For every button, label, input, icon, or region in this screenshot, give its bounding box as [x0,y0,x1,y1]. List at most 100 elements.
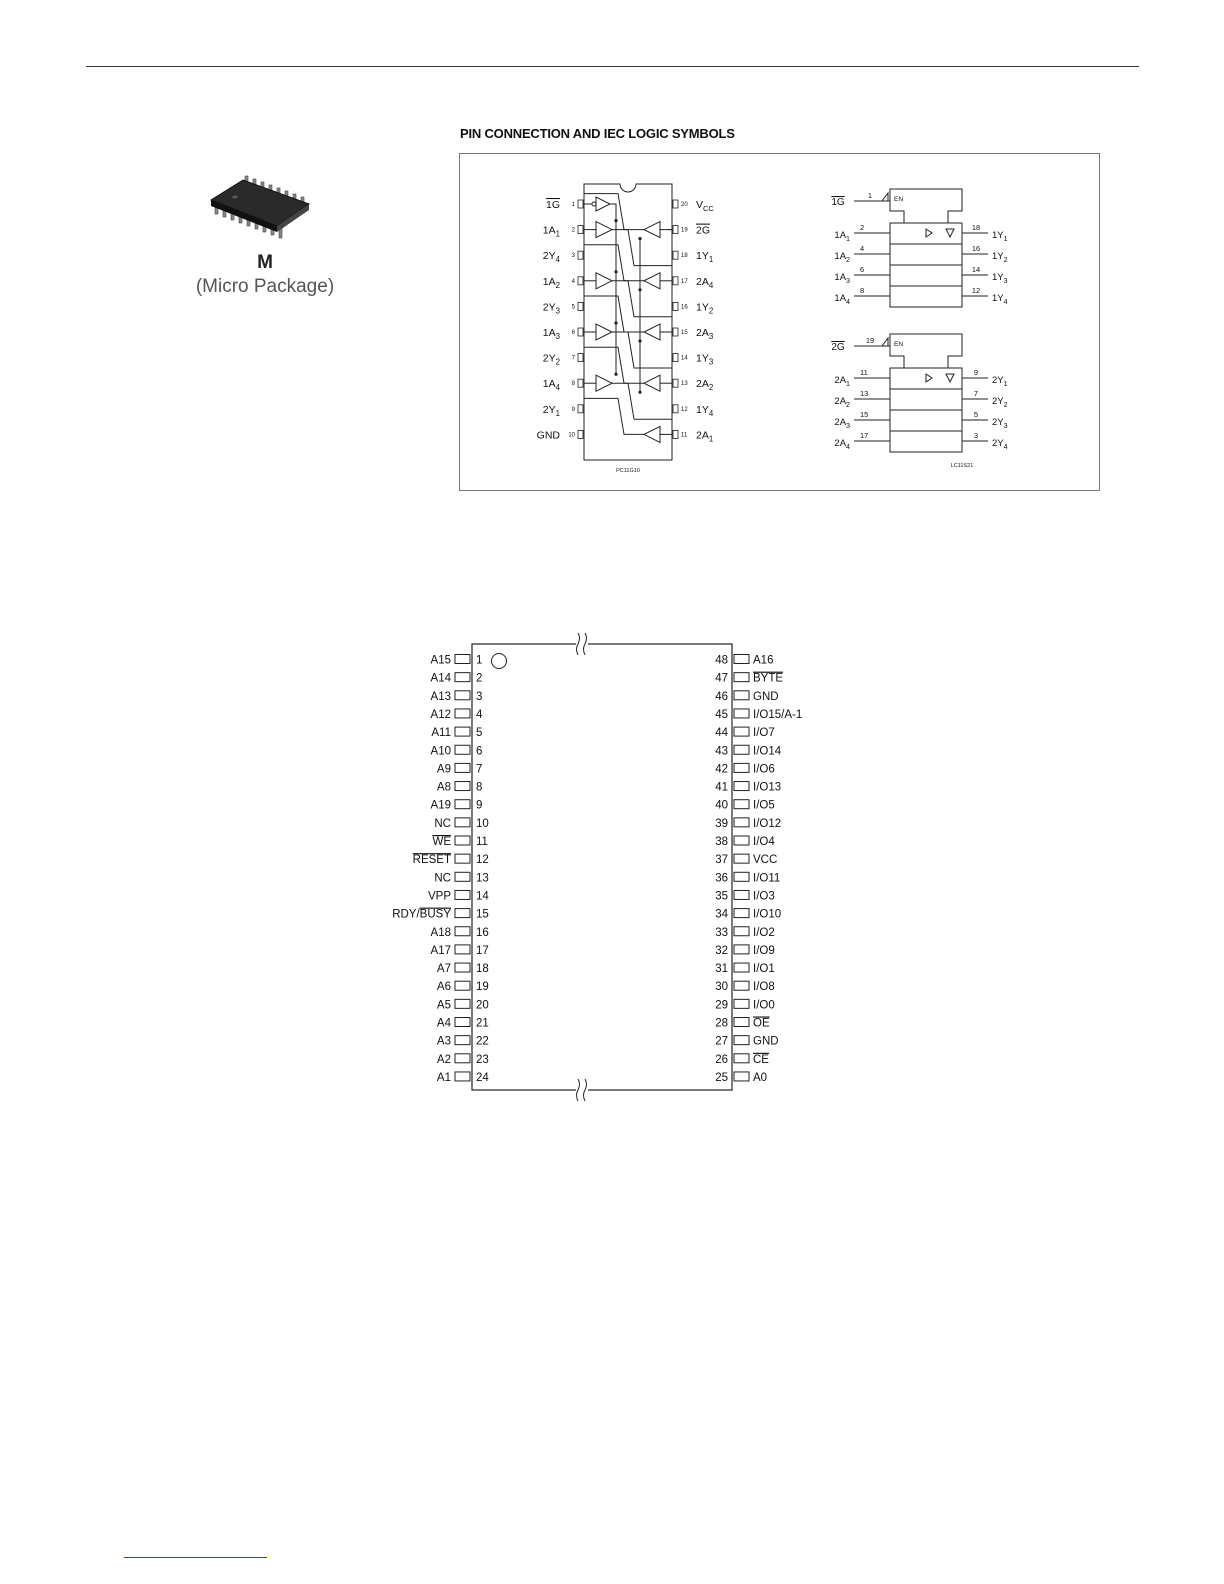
iec-output-label: 2Y1 [992,375,1008,388]
pinout48-pin-stub [454,726,471,737]
dip20-pin-number: 3 [572,253,576,259]
pinout48-pin-label: A10 [431,745,451,757]
pinout48-pin-label: OE [753,1018,770,1030]
iec-output-label: 1Y4 [992,293,1008,306]
pinout48-pin-label: I/O1 [753,963,775,975]
dip20-wire [612,229,672,267]
dip20-pin-number: 9 [572,407,576,413]
dip20-buffer-left [642,323,661,341]
dip20-pin-label: 1A1 [543,225,560,239]
pinout48-pin-label: A16 [753,655,773,667]
pinout48-pin-number: 14 [476,890,489,902]
dip20-buffer-right [595,323,614,341]
dip20-junction-dot [614,321,618,325]
iec-output-pin: 14 [972,265,980,274]
pinout48-pin-stub [733,998,750,1009]
dip20-pin-stub [672,327,679,337]
dip20-pin-number: 4 [572,279,576,285]
dip20-pin-label: 2A4 [696,276,714,290]
iec-enable-box [889,188,963,224]
dip20-pin-label: 1Y2 [696,301,713,315]
iec-logic-symbol-2: EN2G19112A1132A2152A3172A492Y172Y252Y332… [831,333,1008,469]
dip20-pin-number: 16 [681,304,688,310]
pinout48-pin-stub [454,853,471,864]
pinout48-pin-stub [454,889,471,900]
dip20-pin-stub [672,353,679,363]
pinout48-pin-stub [733,853,750,864]
iec-output-pin: 7 [974,389,978,398]
pinout48-break-mark [583,632,587,656]
pinout48-pin-number: 1 [476,655,482,667]
pinout48-pin-stub [733,672,750,683]
dip20-pin-label: 1Y1 [696,250,713,264]
top-rule [86,66,1139,67]
dip20-buffer-right [595,271,614,290]
pinout48-pin-number: 4 [476,709,483,721]
pinout48-pin-number: 44 [715,727,728,739]
pinout48-pin-number: 47 [715,673,728,685]
pinout48-pin-label: GND [753,691,779,703]
dip20-pin-number: 1 [572,202,576,208]
dip20-pin-stub [577,301,584,311]
dip20-wire [612,280,672,318]
dip20-pin-number: 15 [681,330,688,336]
pinout48-pin-stub [733,744,750,755]
pin-connection-title: PIN CONNECTION AND IEC LOGIC SYMBOLS [460,126,735,141]
dip20-pin-stub [577,378,584,388]
pinout48-pin-label: A14 [431,673,452,685]
dip20-pin-number: 12 [681,407,688,413]
pinout48-pin-label: I/O15/A-1 [753,709,802,721]
dip20-pin-stub [577,353,584,363]
dip20-enable-buffer [595,196,612,212]
dip20-pin-label: 2A2 [696,378,713,392]
footer-link-underline[interactable] [124,1557,267,1558]
pinout48-pin-stub [454,799,471,810]
pinout48-pin-number: 9 [476,800,482,812]
pinout48-pin-label: I/O11 [753,872,780,884]
dip20-pin-number: 8 [572,381,576,387]
micro-package-chip-image [209,175,311,239]
pinout48-pin-stub [733,980,750,991]
iec-input-label: 2A1 [834,375,850,388]
pinout48-pin-number: 23 [476,1054,489,1066]
iec-output-label: 2Y2 [992,396,1008,409]
iec-enable-label: 2G [831,342,845,353]
iec-input-label: 1A2 [834,251,850,264]
dip20-pin-label: 1Y3 [696,353,714,367]
dip20-junction-dot [614,219,618,223]
pinout48-pin-number: 35 [715,890,728,902]
dip20-wire [584,397,644,435]
pinout48-pin-number: 17 [476,945,489,957]
pinout48-pin-stub [733,926,750,937]
pinout48-pin-label: VPP [428,890,451,902]
pinout48-pin-number: 31 [715,963,728,975]
dip20-pin-number: 18 [681,253,688,259]
pinout48-pin-stub [454,871,471,882]
iec-output-pin: 3 [974,431,978,440]
pinout48-pin-number: 32 [715,945,728,957]
iec-output-label: 1Y3 [992,272,1008,285]
pinout48-pin-label: A2 [437,1054,451,1066]
pinout48-pin-label: VCC [753,854,777,866]
iec-tristate-symbol [945,228,955,239]
pinout48-pin-stub [733,654,750,664]
pinout48-pin-number: 36 [715,872,728,884]
pinout48-pin-label: RDY/BUSY [392,909,451,921]
package-name: (Micro Package) [195,276,335,297]
pinout48-pin-label: WE [432,836,451,848]
dip20-wire [612,382,672,420]
pin1-indicator [491,653,507,669]
dip20-pin-stub [672,250,679,260]
pinout48-pin-stub [454,1017,471,1027]
iec-tristate-symbol [945,373,955,384]
pinout48-pin-stub [733,908,750,919]
pinout48-pin-label: I/O4 [753,836,775,848]
pinout48-pin-stub [733,871,750,882]
iec-input-label: 1A1 [834,230,850,243]
dip20-pin-number: 10 [568,432,575,438]
pinout48-pin-stub [454,817,471,828]
dip20-enable-wire [610,203,617,375]
pinout48-pin-label: I/O8 [753,981,775,993]
pinout48-pin-label: I/O0 [753,999,775,1011]
pinout48-pin-label: I/O5 [753,800,775,812]
